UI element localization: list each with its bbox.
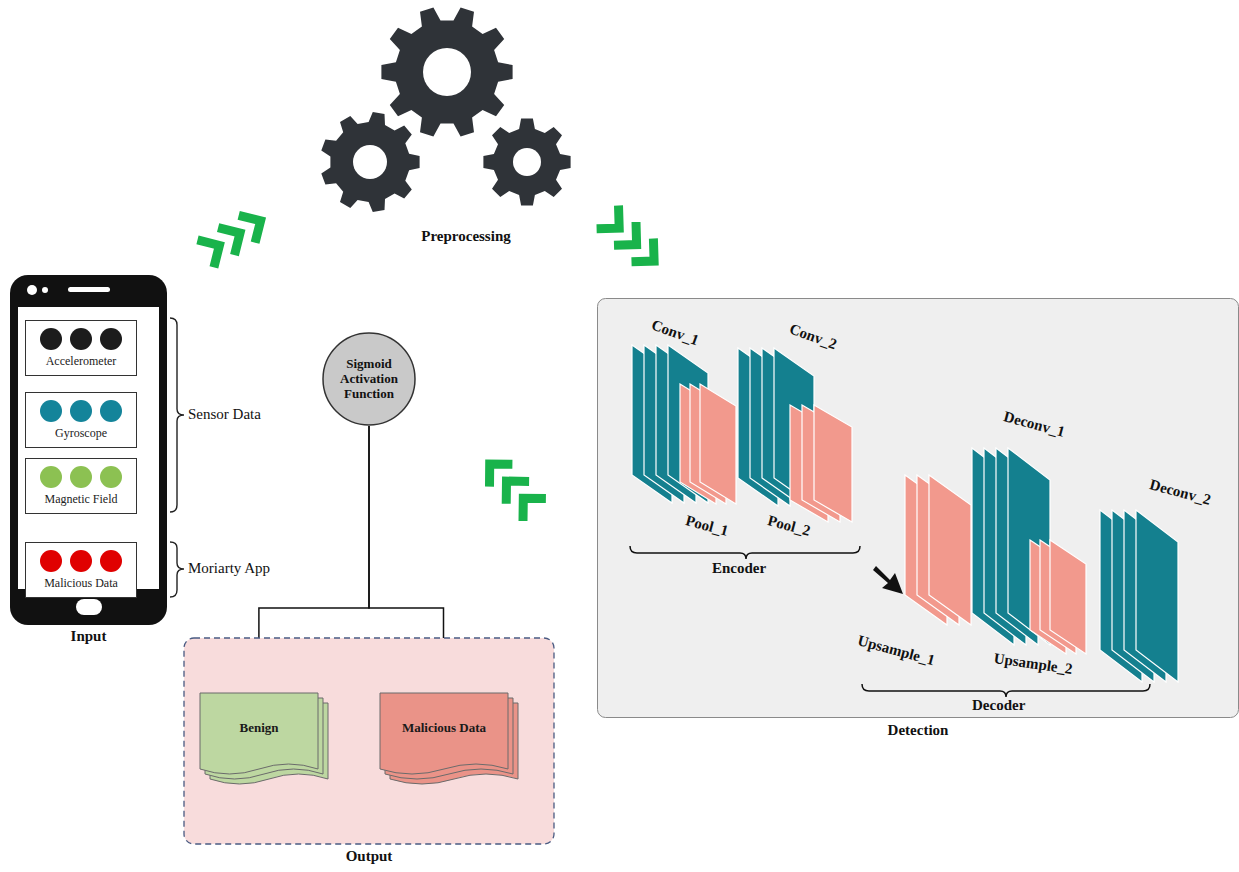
brace-label: Moriarty App bbox=[188, 560, 270, 577]
layer-plate bbox=[814, 405, 852, 522]
sensor-dot bbox=[100, 328, 122, 350]
chevron bbox=[490, 464, 513, 487]
chevron bbox=[198, 240, 220, 268]
gear-hole bbox=[513, 148, 541, 176]
sensor-dots bbox=[26, 543, 138, 599]
phone-sensor-dot bbox=[42, 287, 48, 293]
brace-label: Sensor Data bbox=[188, 406, 261, 423]
chevron bbox=[523, 498, 546, 521]
sensor-brace bbox=[170, 318, 184, 512]
app-brace bbox=[170, 542, 184, 597]
document-page bbox=[380, 693, 508, 774]
sensor-dot bbox=[40, 466, 62, 488]
chevron bbox=[506, 481, 529, 504]
sensor-dot bbox=[40, 328, 62, 350]
decoder-brace bbox=[862, 684, 1150, 697]
layer-plate bbox=[700, 384, 736, 504]
output-box: Output Benign Malicious Data bbox=[183, 637, 555, 867]
chevron-arrow bbox=[597, 206, 655, 262]
sensor-label: Accelerometer bbox=[28, 354, 134, 369]
phone-camera bbox=[27, 285, 37, 295]
sensor-dot bbox=[40, 400, 62, 422]
chevron-arrow bbox=[490, 464, 546, 521]
gear-hole bbox=[353, 145, 387, 179]
sensor-box: Magnetic Field bbox=[25, 458, 137, 514]
output-ground bbox=[184, 638, 554, 844]
layer-label: Decoder bbox=[972, 697, 1025, 714]
phone-home-button bbox=[76, 599, 102, 615]
document-label: Benign bbox=[204, 720, 314, 736]
sensor-label: Magnetic Field bbox=[28, 492, 134, 507]
preprocessing-gears: Preprocessing bbox=[310, 0, 580, 255]
chevron bbox=[597, 206, 620, 229]
sensor-dot bbox=[70, 466, 92, 488]
circle-outline bbox=[323, 333, 415, 425]
sensor-dot bbox=[100, 466, 122, 488]
phone-case bbox=[10, 275, 167, 625]
document-label: Malicious Data bbox=[384, 720, 504, 736]
encoder-brace bbox=[630, 546, 860, 559]
sensor-dot bbox=[70, 400, 92, 422]
benign-document: Benign bbox=[200, 693, 328, 785]
malicious-document: Malicious Data bbox=[380, 693, 518, 785]
flow-arrow bbox=[873, 566, 903, 594]
sensor-label: Gyroscope bbox=[28, 426, 134, 441]
sensor-dot bbox=[100, 550, 122, 572]
document-stack bbox=[380, 693, 518, 785]
gears-icon bbox=[310, 0, 580, 215]
malicious-box: Malicious Data bbox=[25, 542, 137, 598]
node-caption: Preprocessing bbox=[366, 228, 566, 245]
circle-label: Sigmoid Activation Function bbox=[332, 357, 406, 402]
chevron bbox=[218, 228, 240, 256]
gear-hole bbox=[423, 48, 471, 96]
sensor-dot bbox=[40, 550, 62, 572]
document-stack bbox=[200, 693, 328, 785]
phone-input: Input AccelerometerGyroscopeMagnetic Fiel… bbox=[10, 275, 170, 650]
sensor-box: Accelerometer bbox=[25, 320, 137, 376]
sensor-box: Gyroscope bbox=[25, 392, 137, 448]
sensor-dot bbox=[70, 550, 92, 572]
gear bbox=[321, 112, 419, 212]
sensor-dot bbox=[70, 328, 92, 350]
activation-circle: Sigmoid Activation Function bbox=[322, 332, 416, 426]
chevron-arrow bbox=[198, 215, 261, 267]
layer-plate bbox=[1136, 510, 1178, 682]
node-caption: Input bbox=[10, 628, 167, 645]
sensor-dots bbox=[26, 321, 138, 377]
sensor-dot bbox=[100, 400, 122, 422]
node-caption: Detection bbox=[597, 722, 1239, 739]
gear bbox=[381, 7, 512, 136]
layer-plate bbox=[1050, 540, 1086, 654]
phone-speaker bbox=[68, 287, 110, 292]
panel-ground bbox=[598, 299, 1239, 718]
layer-plate bbox=[929, 475, 971, 625]
chevron bbox=[632, 239, 655, 262]
document-page bbox=[200, 693, 318, 774]
chevron bbox=[239, 215, 261, 242]
layer-label: Encoder bbox=[712, 560, 766, 577]
chevron bbox=[614, 222, 637, 245]
gear bbox=[483, 118, 570, 205]
sensor-dots bbox=[26, 459, 138, 515]
sensor-dots bbox=[26, 393, 138, 449]
sensor-label: Malicious Data bbox=[28, 576, 134, 591]
node-caption: Output bbox=[183, 848, 555, 865]
